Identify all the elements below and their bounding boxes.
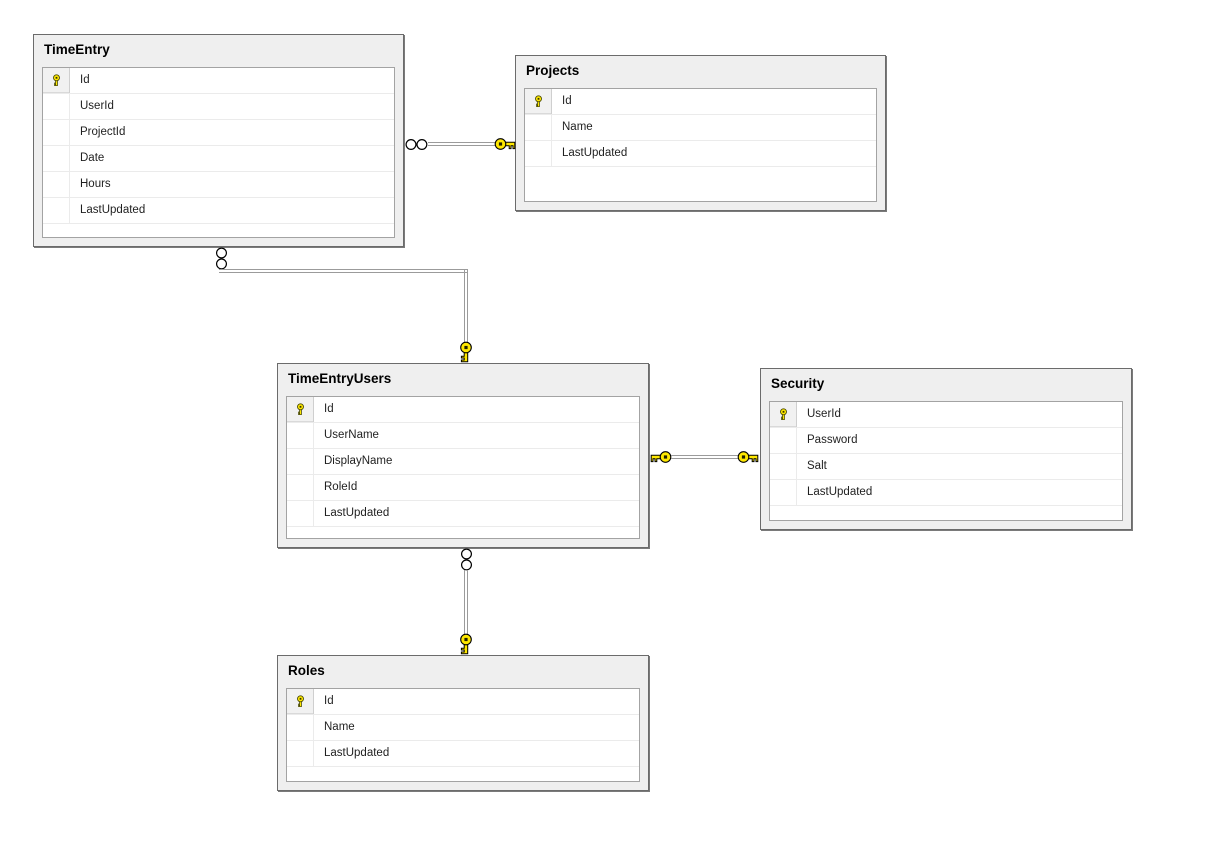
key-cell — [770, 480, 797, 505]
column-name: Name — [324, 721, 355, 733]
column-name: LastUpdated — [324, 747, 390, 759]
key-cell — [287, 423, 314, 448]
column-name: UserName — [324, 429, 379, 441]
column-name: ProjectId — [80, 126, 126, 138]
many-infinity-icon — [215, 247, 228, 270]
primary-key-icon — [296, 695, 304, 708]
table-row[interactable]: UserName — [287, 423, 639, 449]
column-name: Salt — [807, 460, 827, 472]
key-cell — [43, 172, 70, 197]
key-cell — [43, 146, 70, 171]
table-projects[interactable]: Projects Id Name LastUpdated — [515, 55, 886, 211]
column-name: Id — [324, 695, 334, 707]
table-row[interactable]: LastUpdated — [287, 741, 639, 767]
one-key-icon — [458, 341, 474, 363]
table-row[interactable]: Name — [525, 115, 876, 141]
table-row[interactable]: ProjectId — [43, 120, 394, 146]
key-cell — [525, 115, 552, 140]
key-cell — [287, 741, 314, 766]
column-name: Date — [80, 152, 105, 164]
key-cell — [287, 501, 314, 526]
key-cell — [287, 689, 314, 714]
table-row[interactable]: LastUpdated — [43, 198, 394, 224]
table-title[interactable]: TimeEntryUsers — [288, 371, 392, 386]
primary-key-icon — [52, 74, 60, 87]
one-key-icon — [650, 449, 672, 465]
table-title[interactable]: TimeEntry — [44, 42, 110, 57]
table-row[interactable]: LastUpdated — [287, 501, 639, 527]
many-infinity-icon — [405, 138, 428, 151]
column-name: LastUpdated — [324, 507, 390, 519]
many-infinity-icon — [460, 548, 473, 571]
column-name: Id — [80, 74, 90, 86]
table-security[interactable]: Security UserId Password Salt LastUpdate… — [760, 368, 1132, 530]
key-cell — [525, 89, 552, 114]
table-row[interactable]: LastUpdated — [525, 141, 876, 167]
table-title[interactable]: Security — [771, 376, 825, 391]
key-cell — [770, 428, 797, 453]
table-row[interactable]: DisplayName — [287, 449, 639, 475]
column-name: RoleId — [324, 481, 358, 493]
table-row[interactable]: UserId — [770, 402, 1122, 428]
one-key-icon — [737, 449, 759, 465]
table-row[interactable]: Id — [43, 68, 394, 94]
table-columns-grid: Id Name LastUpdated — [524, 88, 877, 202]
column-name: LastUpdated — [562, 147, 628, 159]
table-columns-grid: Id UserId ProjectId Date Hours LastUpdat… — [42, 67, 395, 238]
primary-key-icon — [779, 408, 787, 421]
key-cell — [43, 198, 70, 223]
table-row[interactable]: Hours — [43, 172, 394, 198]
table-columns-grid: UserId Password Salt LastUpdated — [769, 401, 1123, 521]
column-name: DisplayName — [324, 455, 393, 467]
table-row[interactable]: Password — [770, 428, 1122, 454]
one-key-icon — [494, 136, 516, 152]
column-name: UserId — [807, 408, 841, 420]
primary-key-icon — [296, 403, 304, 416]
table-title[interactable]: Projects — [526, 63, 580, 78]
table-row[interactable]: RoleId — [287, 475, 639, 501]
key-cell — [525, 141, 552, 166]
relation-line[interactable] — [464, 269, 468, 342]
table-row[interactable]: Id — [525, 89, 876, 115]
key-cell — [287, 449, 314, 474]
relation-line[interactable] — [219, 269, 468, 273]
table-row[interactable]: Name — [287, 715, 639, 741]
column-name: LastUpdated — [807, 486, 873, 498]
column-name: Id — [562, 95, 572, 107]
table-timeentry[interactable]: TimeEntry Id UserId ProjectId Date — [33, 34, 404, 247]
relation-line[interactable] — [671, 455, 738, 459]
key-cell — [287, 475, 314, 500]
key-cell — [43, 94, 70, 119]
key-cell — [43, 120, 70, 145]
relation-line[interactable] — [464, 570, 468, 634]
table-timeentryusers[interactable]: TimeEntryUsers Id UserName DisplayName R… — [277, 363, 649, 548]
key-cell — [287, 715, 314, 740]
column-name: Hours — [80, 178, 111, 190]
table-title[interactable]: Roles — [288, 663, 325, 678]
one-key-icon — [458, 633, 474, 655]
table-columns-grid: Id UserName DisplayName RoleId LastUpdat… — [286, 396, 640, 539]
relation-line[interactable] — [428, 142, 496, 146]
table-row[interactable]: UserId — [43, 94, 394, 120]
table-row[interactable]: Id — [287, 689, 639, 715]
table-row[interactable]: LastUpdated — [770, 480, 1122, 506]
key-cell — [43, 68, 70, 93]
column-name: UserId — [80, 100, 114, 112]
table-row[interactable]: Salt — [770, 454, 1122, 480]
column-name: Password — [807, 434, 858, 446]
table-row[interactable]: Id — [287, 397, 639, 423]
key-cell — [770, 454, 797, 479]
key-cell — [287, 397, 314, 422]
column-name: Id — [324, 403, 334, 415]
table-roles[interactable]: Roles Id Name LastUpdated — [277, 655, 649, 791]
key-cell — [770, 402, 797, 427]
primary-key-icon — [534, 95, 542, 108]
table-row[interactable]: Date — [43, 146, 394, 172]
table-columns-grid: Id Name LastUpdated — [286, 688, 640, 782]
column-name: Name — [562, 121, 593, 133]
column-name: LastUpdated — [80, 204, 146, 216]
